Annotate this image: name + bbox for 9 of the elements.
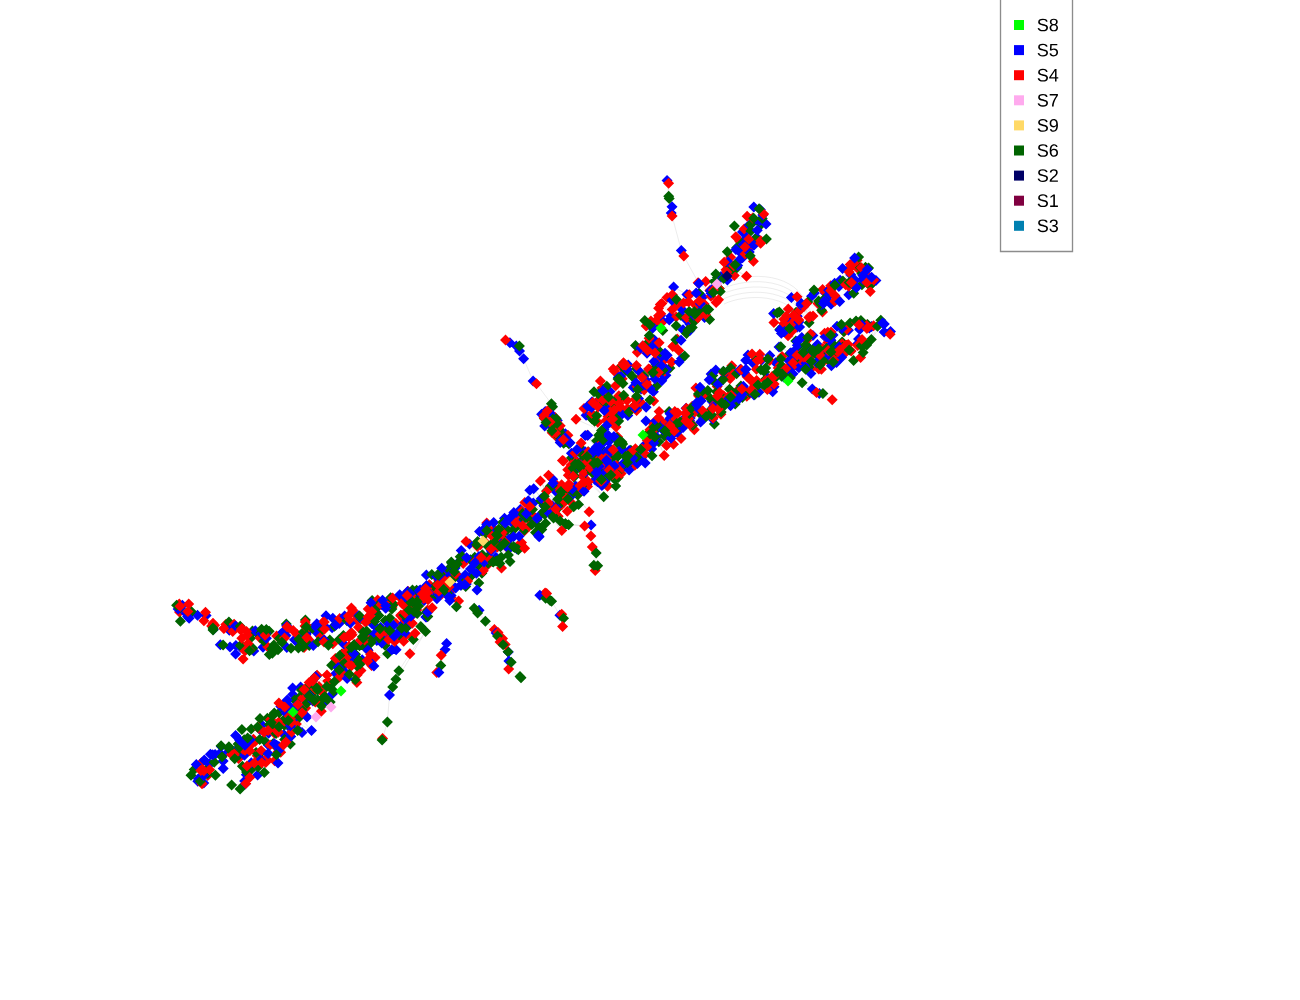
legend-label: S5 xyxy=(1037,43,1059,57)
legend-label: S1 xyxy=(1037,194,1058,208)
legend-label: S9 xyxy=(1037,119,1058,132)
legend-label: S8 xyxy=(1037,18,1058,32)
legend-label: S7 xyxy=(1037,93,1058,107)
legend-label: S6 xyxy=(1037,144,1058,157)
legend-label: S3 xyxy=(1037,219,1058,233)
legend-label: S4 xyxy=(1037,68,1059,82)
legend-label: S2 xyxy=(1037,169,1058,182)
